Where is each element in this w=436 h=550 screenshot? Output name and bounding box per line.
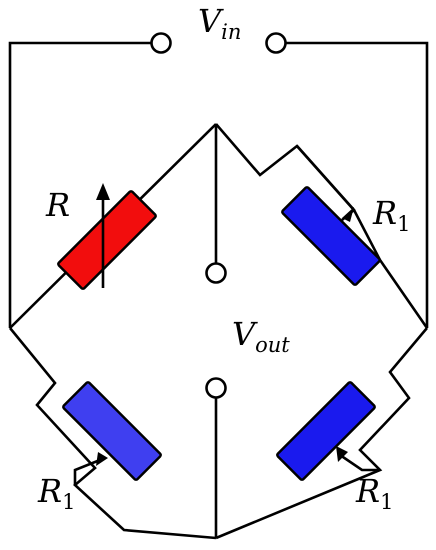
vout-terminal-bottom (205, 377, 227, 399)
wiper-top-right (296, 145, 355, 211)
label-r1-bottom-left: R1 (37, 472, 75, 514)
label-r1-bottom-right: R1 (355, 472, 393, 514)
arm-bottom-right (215, 327, 428, 540)
wiper-bottom-right (339, 453, 380, 472)
vin-terminal-right (265, 32, 287, 54)
label-r1-top-right: R1 (372, 194, 410, 236)
resistor-r1-top-right (281, 186, 381, 286)
arm-bottom-left (8, 327, 217, 540)
label-vout: Vout (232, 315, 290, 357)
wiper-arrow-bottom-left-icon (96, 452, 108, 466)
wiper-arrow-bottom-right-icon (336, 446, 348, 462)
variable-arrow-icon (96, 183, 110, 200)
wiper-bottom-left (73, 458, 101, 485)
vout-terminal-top (205, 262, 227, 284)
resistor-r-variable (57, 190, 157, 290)
vin-terminal-left (150, 32, 172, 54)
vin-left-wire (8, 41, 152, 328)
resistor-r1-bottom-right (276, 381, 376, 481)
resistor-r1-bottom-left (62, 381, 162, 481)
label-r-variable: R (45, 186, 70, 224)
vin-right-wire (285, 41, 429, 328)
wiper-arrow-top-right-icon (342, 207, 354, 222)
label-vin: Vin (198, 2, 241, 44)
